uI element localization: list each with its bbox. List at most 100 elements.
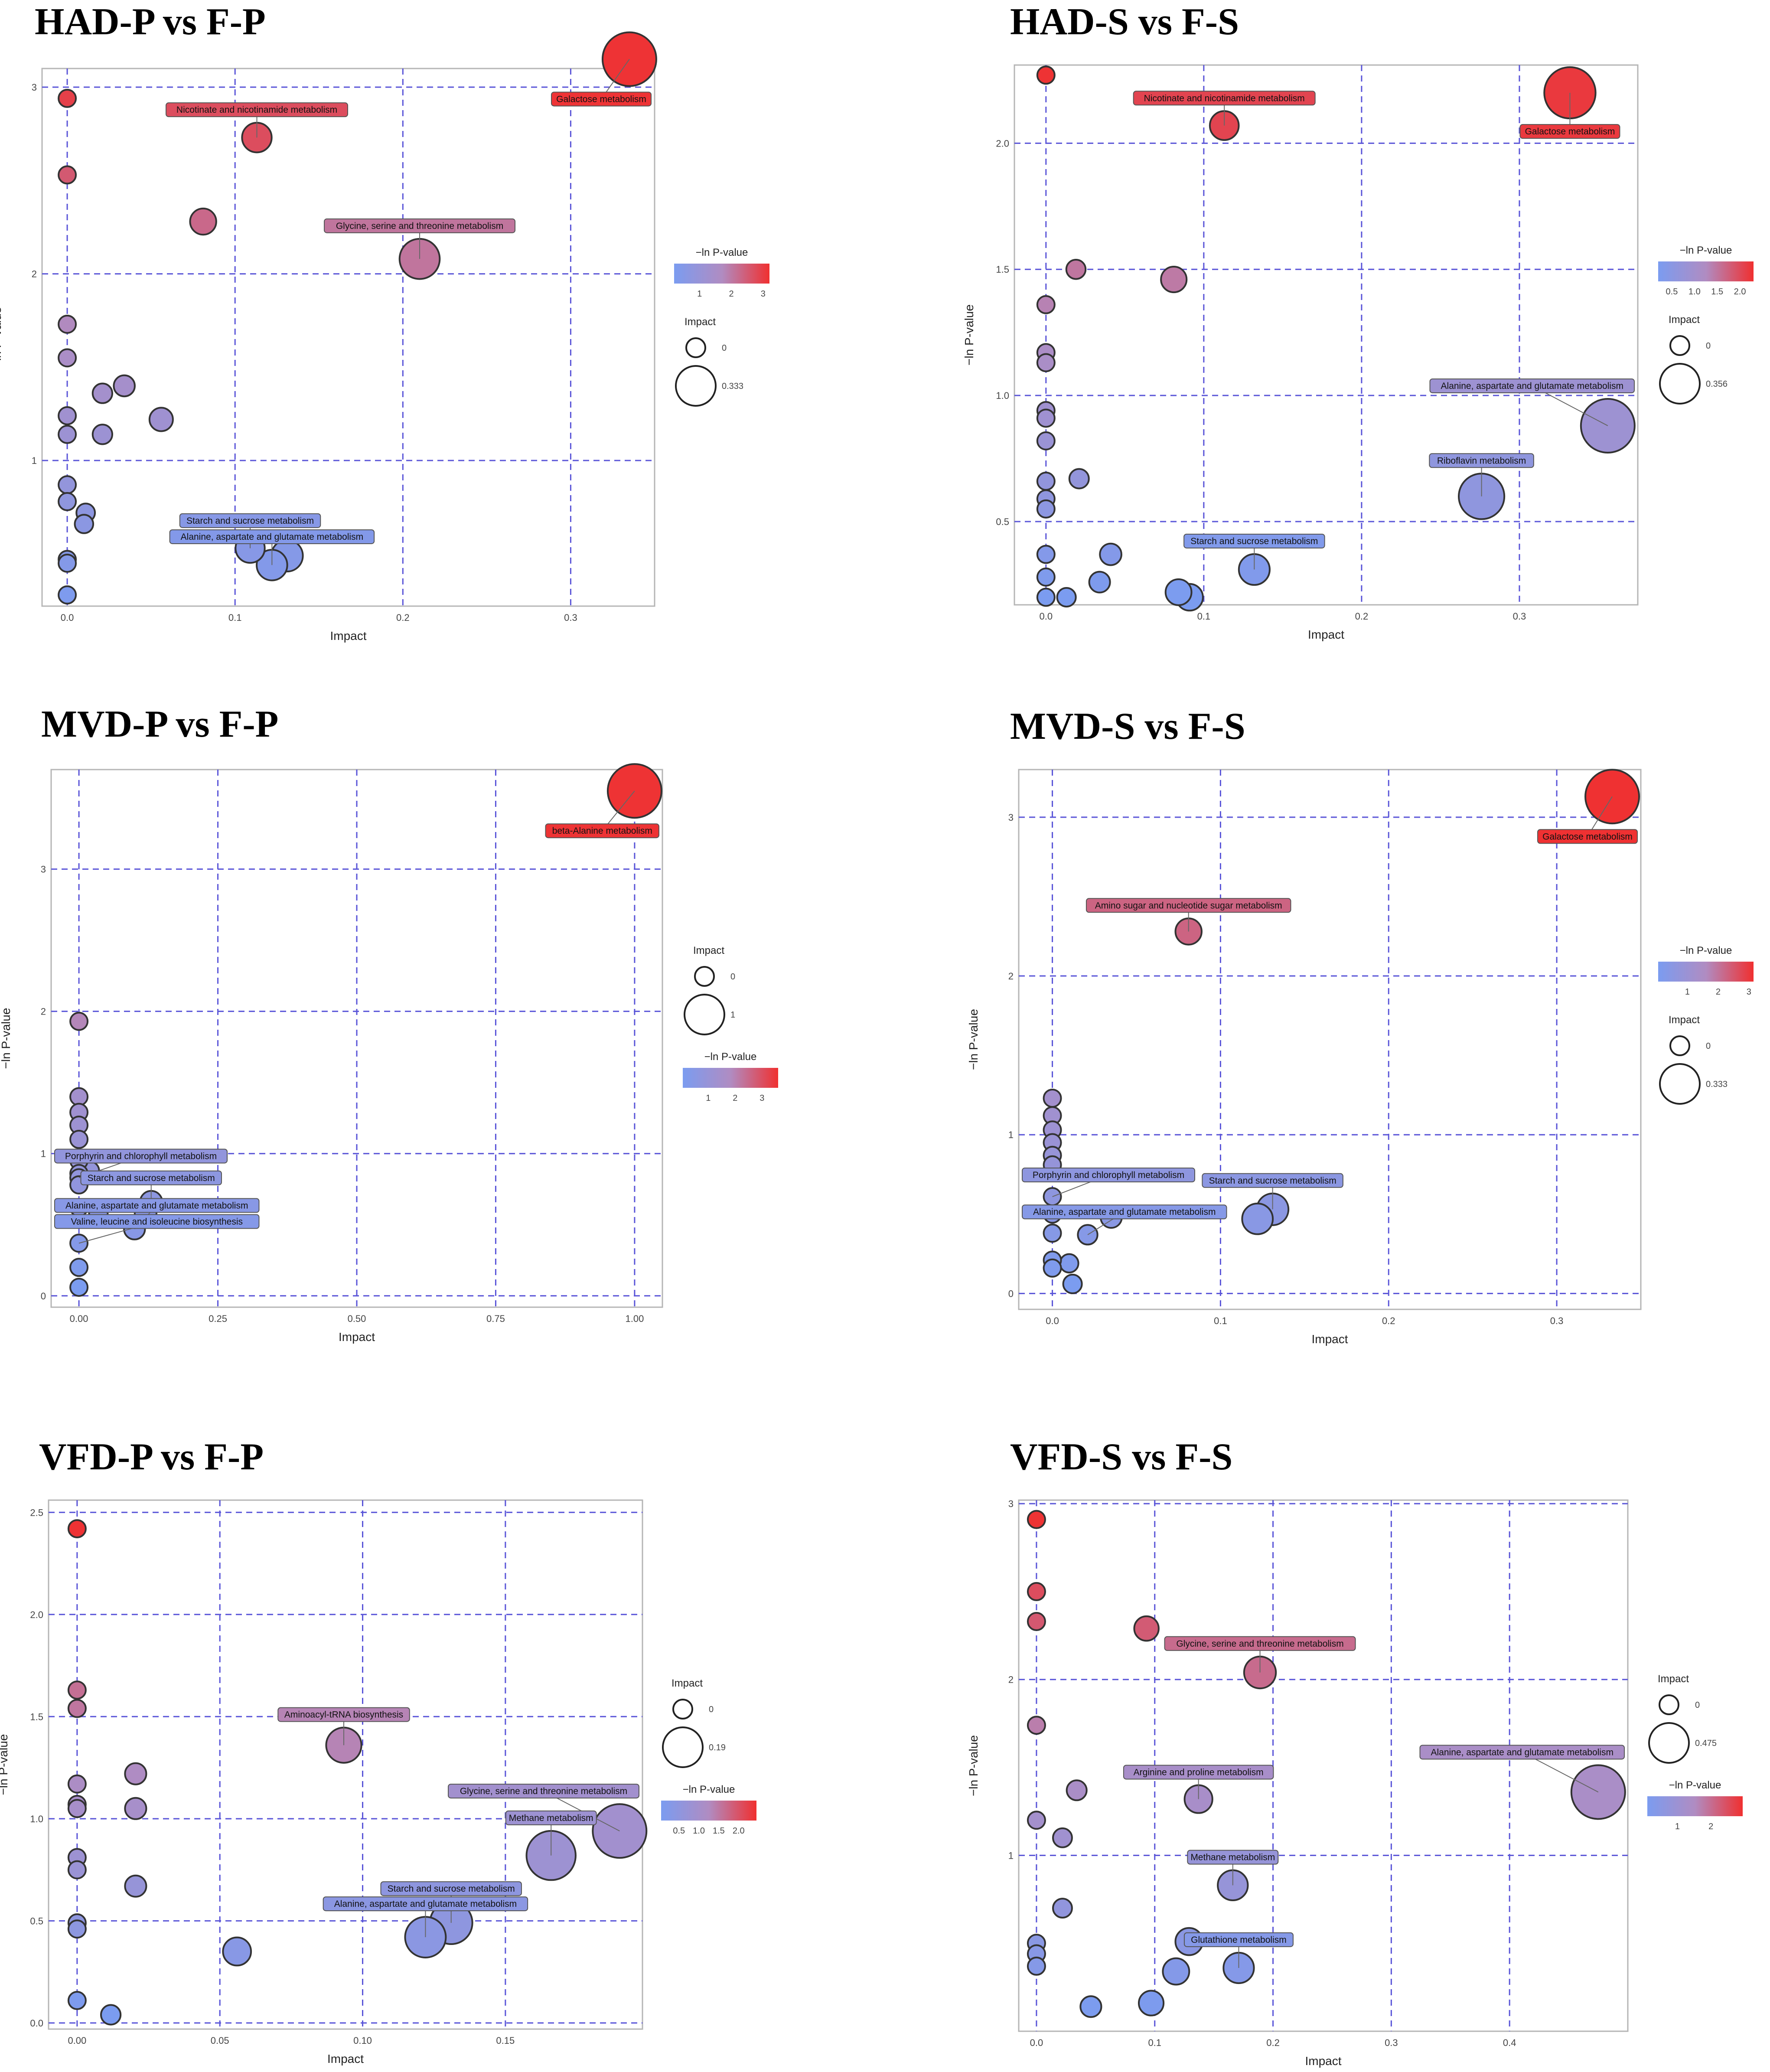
- pathway-label-box: [380, 1881, 522, 1896]
- size-legend-circle-large: [1659, 363, 1701, 405]
- data-point: [1056, 587, 1077, 608]
- x-tick-label: 0.3: [1513, 611, 1526, 622]
- color-legend-tick: 0.5: [673, 1826, 685, 1836]
- pathway-label: Starch and sucrose metabolism: [1190, 536, 1318, 546]
- y-tick-label: 1: [1008, 1129, 1014, 1140]
- pathway-label-box: [323, 1896, 528, 1912]
- data-point: [1027, 1612, 1046, 1631]
- y-tick-label: 0.5: [30, 1915, 43, 1926]
- data-point: [1052, 1827, 1073, 1848]
- pathway-label-box: [1085, 898, 1291, 913]
- pathway-label: Porphyrin and chlorophyll metabolism: [65, 1151, 217, 1161]
- size-legend-title: Impact: [671, 1677, 703, 1689]
- plot-frame: [1014, 64, 1639, 606]
- plot-frame: [48, 1499, 643, 2030]
- data-point: [1138, 1990, 1165, 2017]
- pathway-label: beta-Alanine metabolism: [552, 826, 652, 836]
- data-point: [67, 1799, 87, 1818]
- color-legend-tick: 2.0: [1734, 287, 1746, 297]
- pathway-label-box: [324, 218, 516, 233]
- pathway-label: Galactose metabolism: [556, 94, 646, 104]
- pathway-label: Glycine, serine and threonine metabolism: [460, 1786, 627, 1796]
- pathway-label: Alanine, aspartate and glutamate metabol…: [334, 1899, 517, 1909]
- data-point: [1052, 1898, 1073, 1919]
- chart-title-mvd-p: MVD-P vs F-P: [41, 703, 279, 745]
- color-legend-title: −ln P-value: [1669, 1779, 1721, 1791]
- size-legend-label: 0.356: [1706, 379, 1728, 389]
- size-legend-title: Impact: [685, 316, 716, 328]
- pathway-label: Alanine, aspartate and glutamate metabol…: [65, 1201, 248, 1211]
- data-point: [91, 424, 113, 445]
- x-tick-label: 0.75: [486, 1313, 505, 1324]
- pathway-label: Alanine, aspartate and glutamate metabol…: [1441, 381, 1623, 391]
- data-point: [1027, 1582, 1046, 1601]
- data-point: [58, 165, 77, 185]
- pathway-label-box: [166, 102, 349, 117]
- y-tick-label: 1: [41, 1149, 46, 1159]
- x-tick-label: 0.00: [70, 1313, 88, 1324]
- data-point: [1079, 1995, 1102, 2018]
- color-legend-title: −ln P-value: [683, 1784, 735, 1795]
- x-tick-label: 0.2: [396, 612, 410, 623]
- data-point: [113, 374, 136, 398]
- size-legend-circle-small: [1669, 1035, 1690, 1056]
- data-point: [67, 1860, 87, 1879]
- data-point: [58, 475, 77, 495]
- y-tick-label: 0.5: [996, 516, 1009, 527]
- size-legend-label: 0: [1706, 1041, 1711, 1051]
- y-axis-label: −ln P-value: [962, 304, 976, 365]
- data-point: [67, 1919, 87, 1939]
- data-point: [1027, 1956, 1046, 1976]
- x-tick-label: 0.05: [211, 2035, 229, 2046]
- y-axis-label: −ln P-value: [0, 1008, 13, 1069]
- x-tick-label: 0.1: [1148, 2037, 1161, 2048]
- data-point: [69, 1087, 89, 1106]
- size-legend-label: 0: [1706, 341, 1711, 351]
- data-point: [1036, 587, 1056, 607]
- color-legend-tick: 1: [697, 289, 702, 299]
- y-tick-label: 2: [32, 269, 37, 280]
- data-point: [1043, 1088, 1062, 1108]
- size-legend-circle-small: [1659, 1694, 1679, 1715]
- size-legend-label: 0: [1695, 1700, 1700, 1710]
- size-legend-circle-small: [672, 1699, 693, 1720]
- data-point: [148, 407, 174, 432]
- y-tick-label: 3: [32, 82, 37, 93]
- pathway-label: Alanine, aspartate and glutamate metabol…: [181, 532, 363, 542]
- x-tick-label: 0.10: [353, 2035, 372, 2046]
- data-point: [1036, 431, 1056, 450]
- pathway-label-box: [1022, 1204, 1227, 1220]
- pathway-label: Nicotinate and nicotinamide metabolism: [176, 105, 337, 115]
- data-point: [189, 207, 217, 236]
- color-legend-tick: 1.5: [713, 1826, 725, 1836]
- x-tick-label: 0.0: [1046, 1315, 1059, 1326]
- y-tick-label: 1.0: [30, 1814, 43, 1824]
- chart-title-had-s: HAD-S vs F-S: [1010, 1, 1239, 43]
- pathway-label: Arginine and proline metabolism: [1134, 1767, 1264, 1777]
- data-point: [1099, 542, 1122, 566]
- data-point: [1065, 258, 1087, 280]
- pathway-label-box: [1519, 124, 1620, 139]
- color-legend-tick: 1.0: [1689, 287, 1701, 297]
- pathway-label: Porphyrin and chlorophyll metabolism: [1033, 1170, 1184, 1180]
- data-point: [1027, 1716, 1046, 1735]
- data-point: [222, 1936, 252, 1967]
- color-legend-tick: 3: [760, 1093, 764, 1103]
- size-legend-circle-large: [675, 365, 717, 407]
- data-point: [58, 424, 77, 444]
- data-point: [1027, 1510, 1046, 1529]
- color-legend-tick: 2: [1708, 1822, 1713, 1831]
- data-point: [1036, 65, 1056, 85]
- size-legend-title: Impact: [1669, 314, 1700, 326]
- data-point: [67, 1991, 87, 2010]
- pathway-label: Glutathione metabolism: [1191, 1935, 1287, 1945]
- y-tick-label: 3: [1008, 812, 1014, 823]
- x-tick-label: 0.3: [1385, 2037, 1398, 2048]
- pathway-label-box: [80, 1170, 222, 1185]
- x-tick-label: 0.0: [1030, 2037, 1043, 2048]
- y-axis-label: −ln P-value: [0, 307, 3, 368]
- data-point: [124, 1874, 147, 1898]
- pathway-label: Starch and sucrose metabolism: [88, 1173, 215, 1183]
